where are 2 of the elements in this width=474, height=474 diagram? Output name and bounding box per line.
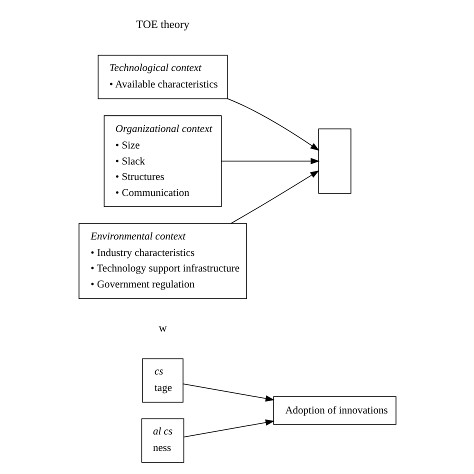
label: w	[158, 322, 166, 334]
label: TOE theory	[136, 18, 189, 31]
